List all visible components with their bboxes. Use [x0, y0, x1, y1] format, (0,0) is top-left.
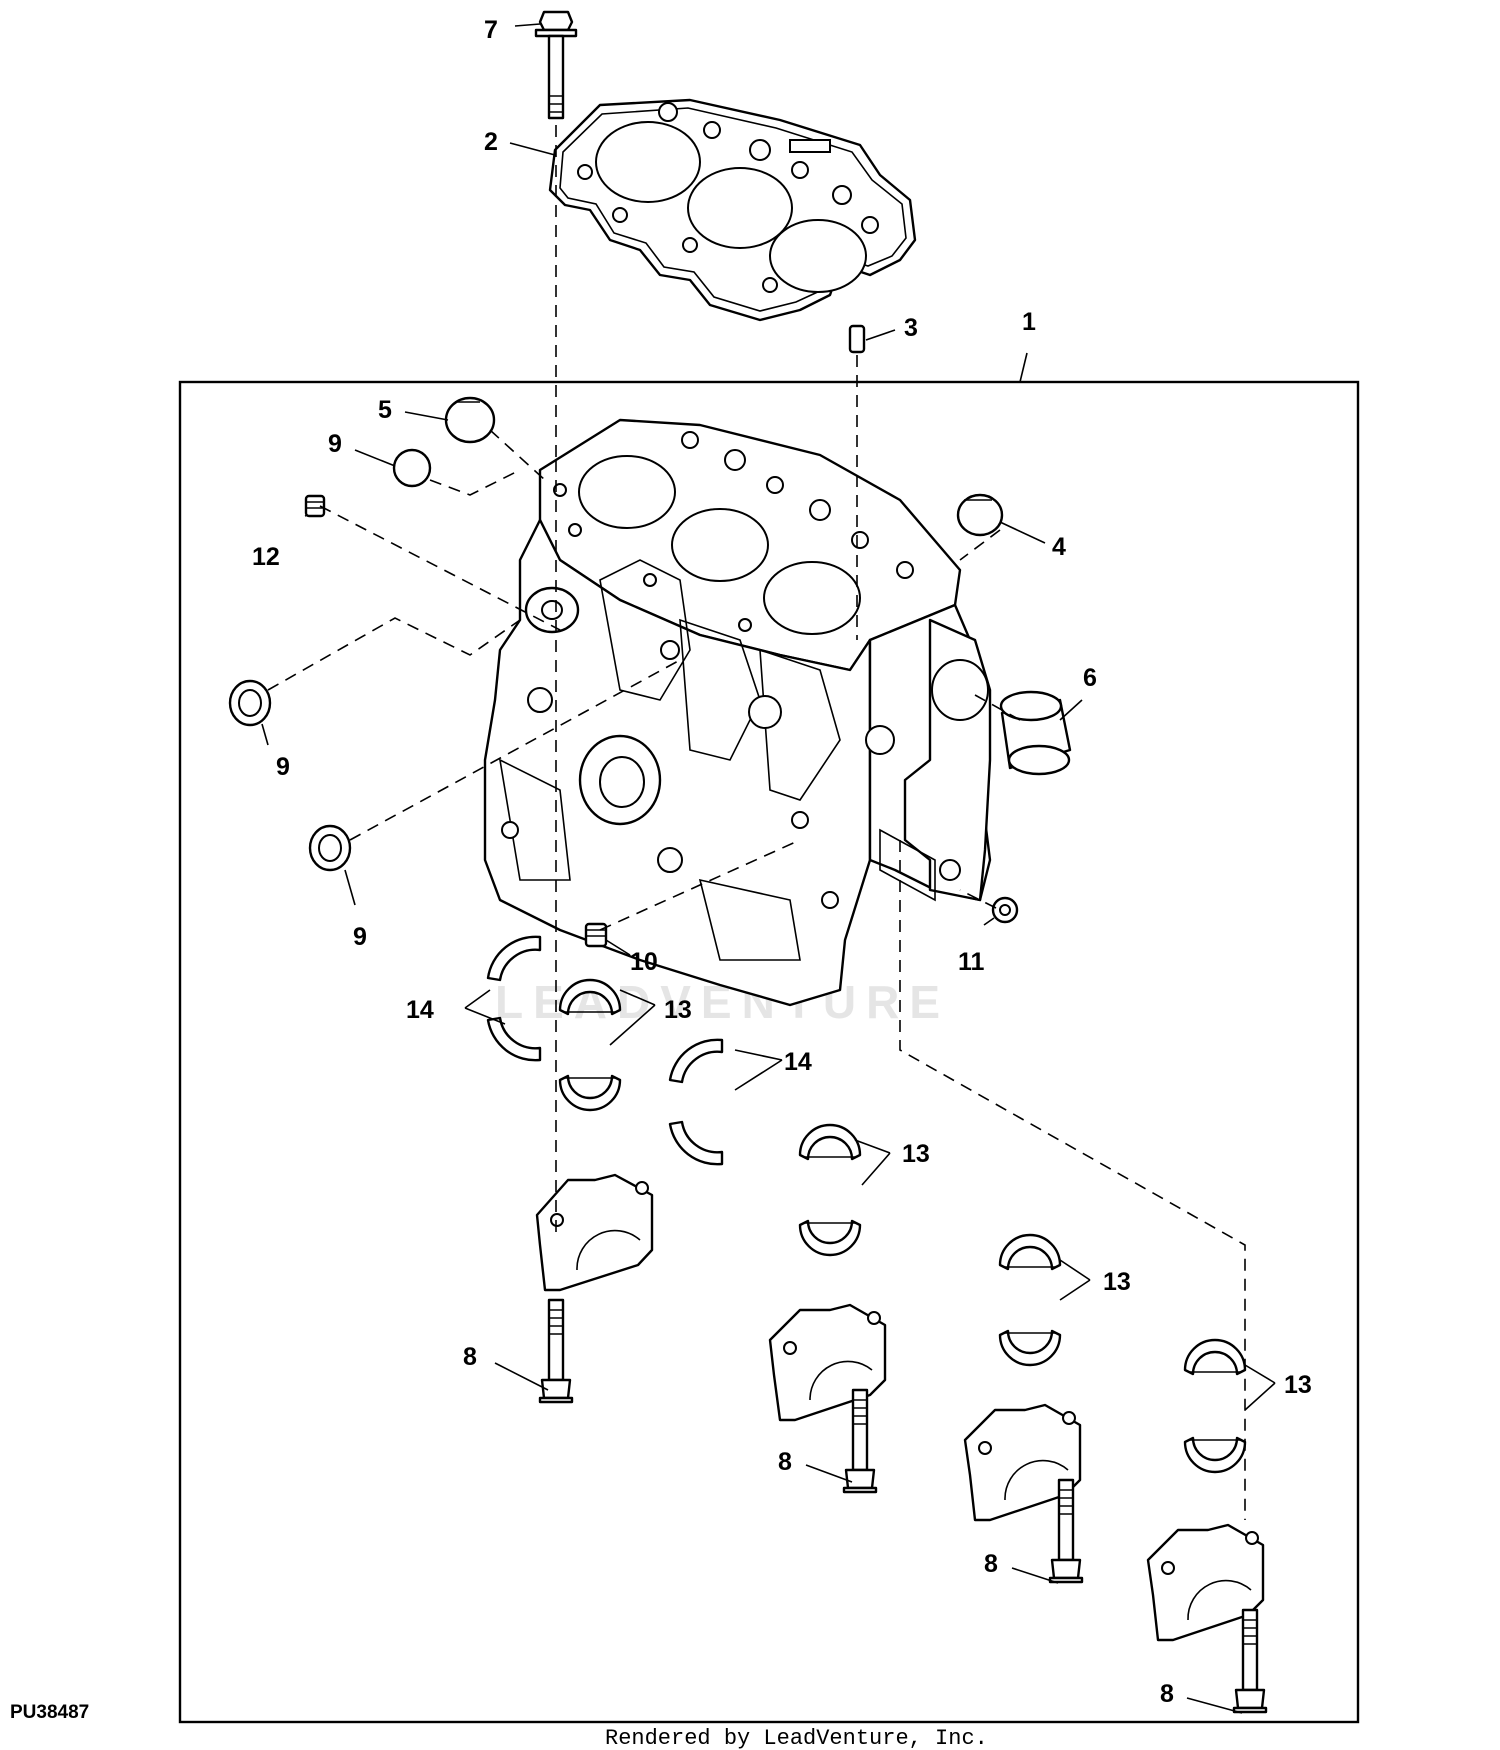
figure-id: PU38487 — [10, 1702, 89, 1723]
callout-5: 5 — [378, 396, 392, 424]
callout-10: 10 — [630, 948, 658, 976]
plug-12 — [304, 494, 326, 518]
main-bearing-cap-1 — [535, 1173, 654, 1292]
main-bearing-13-b — [798, 1123, 862, 1257]
callout-8-b: 8 — [778, 1448, 792, 1476]
expansion-plug-4 — [956, 493, 1004, 537]
thrust-washer-14-left — [486, 935, 542, 1062]
callout-13-a: 13 — [664, 996, 692, 1024]
callout-12: 12 — [252, 543, 280, 571]
head-bolt — [534, 10, 578, 120]
callout-8-a: 8 — [463, 1343, 477, 1371]
callout-11: 11 — [958, 948, 985, 976]
callout-14-right: 14 — [784, 1048, 812, 1076]
callout-1: 1 — [1022, 308, 1036, 336]
expansion-plug-9-top — [392, 448, 432, 488]
leader-lines — [261, 23, 1276, 1714]
dowel-pin — [848, 324, 866, 354]
head-gasket — [548, 98, 917, 322]
expansion-plug-9-left — [228, 679, 272, 727]
callout-8-d: 8 — [1160, 1680, 1174, 1708]
callout-13-c: 13 — [1103, 1268, 1131, 1296]
callout-4: 4 — [1052, 533, 1066, 561]
alignment-lines — [267, 125, 1246, 1520]
callout-13-d: 13 — [1284, 1371, 1312, 1399]
main-bearing-13-c — [998, 1233, 1062, 1367]
callout-2: 2 — [484, 128, 498, 156]
cap-bolt-8-d — [1232, 1608, 1268, 1714]
callout-9-top: 9 — [328, 430, 342, 458]
seal-ring-11 — [991, 896, 1019, 924]
cap-bolt-8-a — [538, 1298, 574, 1404]
callout-labels: 7 2 3 1 5 9 4 12 6 9 9 10 11 14 13 14 13… — [252, 16, 1312, 1708]
main-bearing-13-d — [1183, 1338, 1247, 1474]
callout-7: 7 — [484, 16, 498, 44]
callout-9-lower: 9 — [353, 923, 367, 951]
callout-3: 3 — [904, 314, 918, 342]
cap-bolt-8-b — [842, 1388, 878, 1494]
callout-13-b: 13 — [902, 1140, 930, 1168]
render-credit: Rendered by LeadVenture, Inc. — [605, 1726, 988, 1750]
bushing-6 — [999, 690, 1072, 776]
callout-9-left: 9 — [276, 753, 290, 781]
cylinder-block — [483, 418, 992, 1007]
expansion-plug-5 — [444, 396, 496, 444]
main-bearing-cap-4 — [1146, 1523, 1265, 1642]
main-bearing-cap-3 — [963, 1403, 1082, 1522]
callout-6: 6 — [1083, 664, 1097, 692]
assembly-boundary-frame — [178, 380, 1360, 1724]
callout-14-left: 14 — [406, 996, 434, 1024]
expansion-plug-9-lower — [308, 824, 352, 872]
callout-8-c: 8 — [984, 1550, 998, 1578]
thrust-washer-14-right — [668, 1038, 724, 1166]
drain-plug-10 — [584, 922, 608, 948]
